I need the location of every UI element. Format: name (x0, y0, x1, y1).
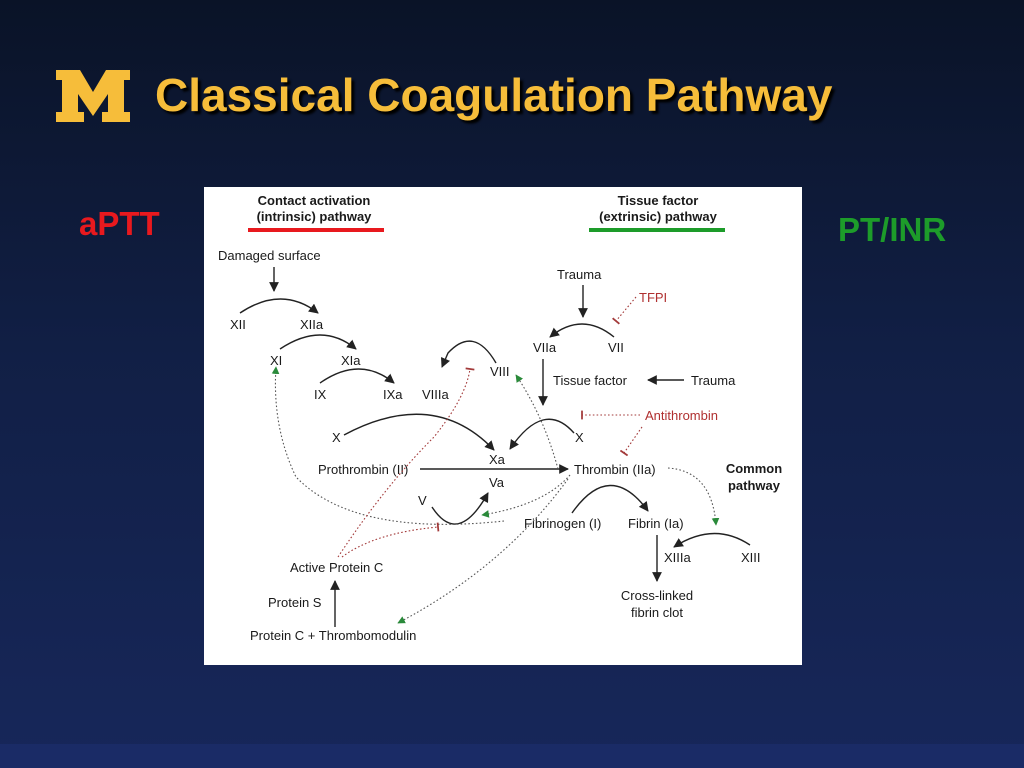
arrow-fibrinogen-fibrin (571, 484, 649, 514)
fibrin-label: Fibrin (Ia) (628, 516, 684, 531)
damaged-surface-label: Damaged surface (218, 248, 321, 263)
x-right-label: X (575, 430, 584, 445)
tissue-factor-label: Tissue factor (553, 373, 628, 388)
ixa-label: IXa (383, 387, 403, 402)
university-m-logo (56, 70, 130, 122)
thrombin-to-thrombomodulin (397, 478, 569, 624)
slide-title: Classical Coagulation Pathway (155, 69, 833, 121)
thrombin-to-viii-feedback (515, 374, 559, 470)
arrow-xii-xiia (239, 298, 319, 314)
active-protein-c-label: Active Protein C (290, 560, 383, 575)
ix-label: IX (314, 387, 327, 402)
xiii-label: XIII (741, 550, 761, 565)
extrinsic-bar (589, 228, 725, 232)
aptt-label: aPTT (79, 205, 160, 242)
bottom-band (0, 744, 1024, 768)
trauma-right-label: Trauma (691, 373, 736, 388)
intrinsic-header-line1: Contact activation (258, 193, 371, 208)
cross-linked-line1: Cross-linked (621, 588, 693, 603)
prothrombin-label: Prothrombin (II) (318, 462, 408, 477)
antithrombin-label: Antithrombin (645, 408, 718, 423)
arrow-viii-viiia (440, 340, 497, 368)
protein-s-label: Protein S (268, 595, 322, 610)
thrombin-to-xiii-feedback (667, 467, 720, 526)
xi-label: XI (270, 353, 282, 368)
viii-label: VIII (490, 364, 510, 379)
x-left-label: X (332, 430, 341, 445)
trauma-top-label: Trauma (557, 267, 602, 282)
tfpi-label: TFPI (639, 290, 667, 305)
xii-label: XII (230, 317, 246, 332)
arrow-xi-xia (279, 334, 357, 350)
thrombin-label: Thrombin (IIa) (574, 462, 656, 477)
xa-label: Xa (489, 452, 506, 467)
viia-label: VIIa (533, 340, 557, 355)
intrinsic-header-line2: (intrinsic) pathway (257, 209, 373, 224)
extrinsic-header-line2: (extrinsic) pathway (599, 209, 718, 224)
viiia-label: VIIIa (422, 387, 450, 402)
arrow-vii-viia (549, 323, 615, 338)
va-label: Va (489, 475, 505, 490)
extrinsic-header-line1: Tissue factor (618, 193, 699, 208)
vii-label: VII (608, 340, 624, 355)
common-header-line2: pathway (728, 478, 781, 493)
arrow-ix-ixa (319, 368, 395, 384)
arrow-xiii-xiiia (673, 532, 751, 548)
pt-inr-label: PT/INR (838, 211, 947, 248)
antithrombin-inhibit-thrombin (619, 426, 643, 457)
xiia-label: XIIa (300, 317, 324, 332)
v-label: V (418, 493, 427, 508)
arrow-x-xa (343, 413, 495, 451)
xia-label: XIa (341, 353, 361, 368)
protein-c-inhibit-viii (337, 367, 475, 558)
arrow-v-va (431, 492, 489, 525)
intrinsic-bar (248, 228, 384, 232)
protein-c-tm-label: Protein C + Thrombomodulin (250, 628, 416, 643)
xiiia-label: XIIIa (664, 550, 692, 565)
tfpi-inhibition (612, 296, 637, 325)
common-header-line1: Common (726, 461, 782, 476)
thrombin-to-v-feedback (481, 474, 571, 518)
coagulation-diagram: Contact activation (intrinsic) pathway T… (204, 187, 802, 665)
cross-linked-line2: fibrin clot (631, 605, 683, 620)
arrow-xr-xa (509, 418, 575, 450)
protein-c-inhibit-v (341, 522, 440, 558)
fibrinogen-label: Fibrinogen (I) (524, 516, 601, 531)
